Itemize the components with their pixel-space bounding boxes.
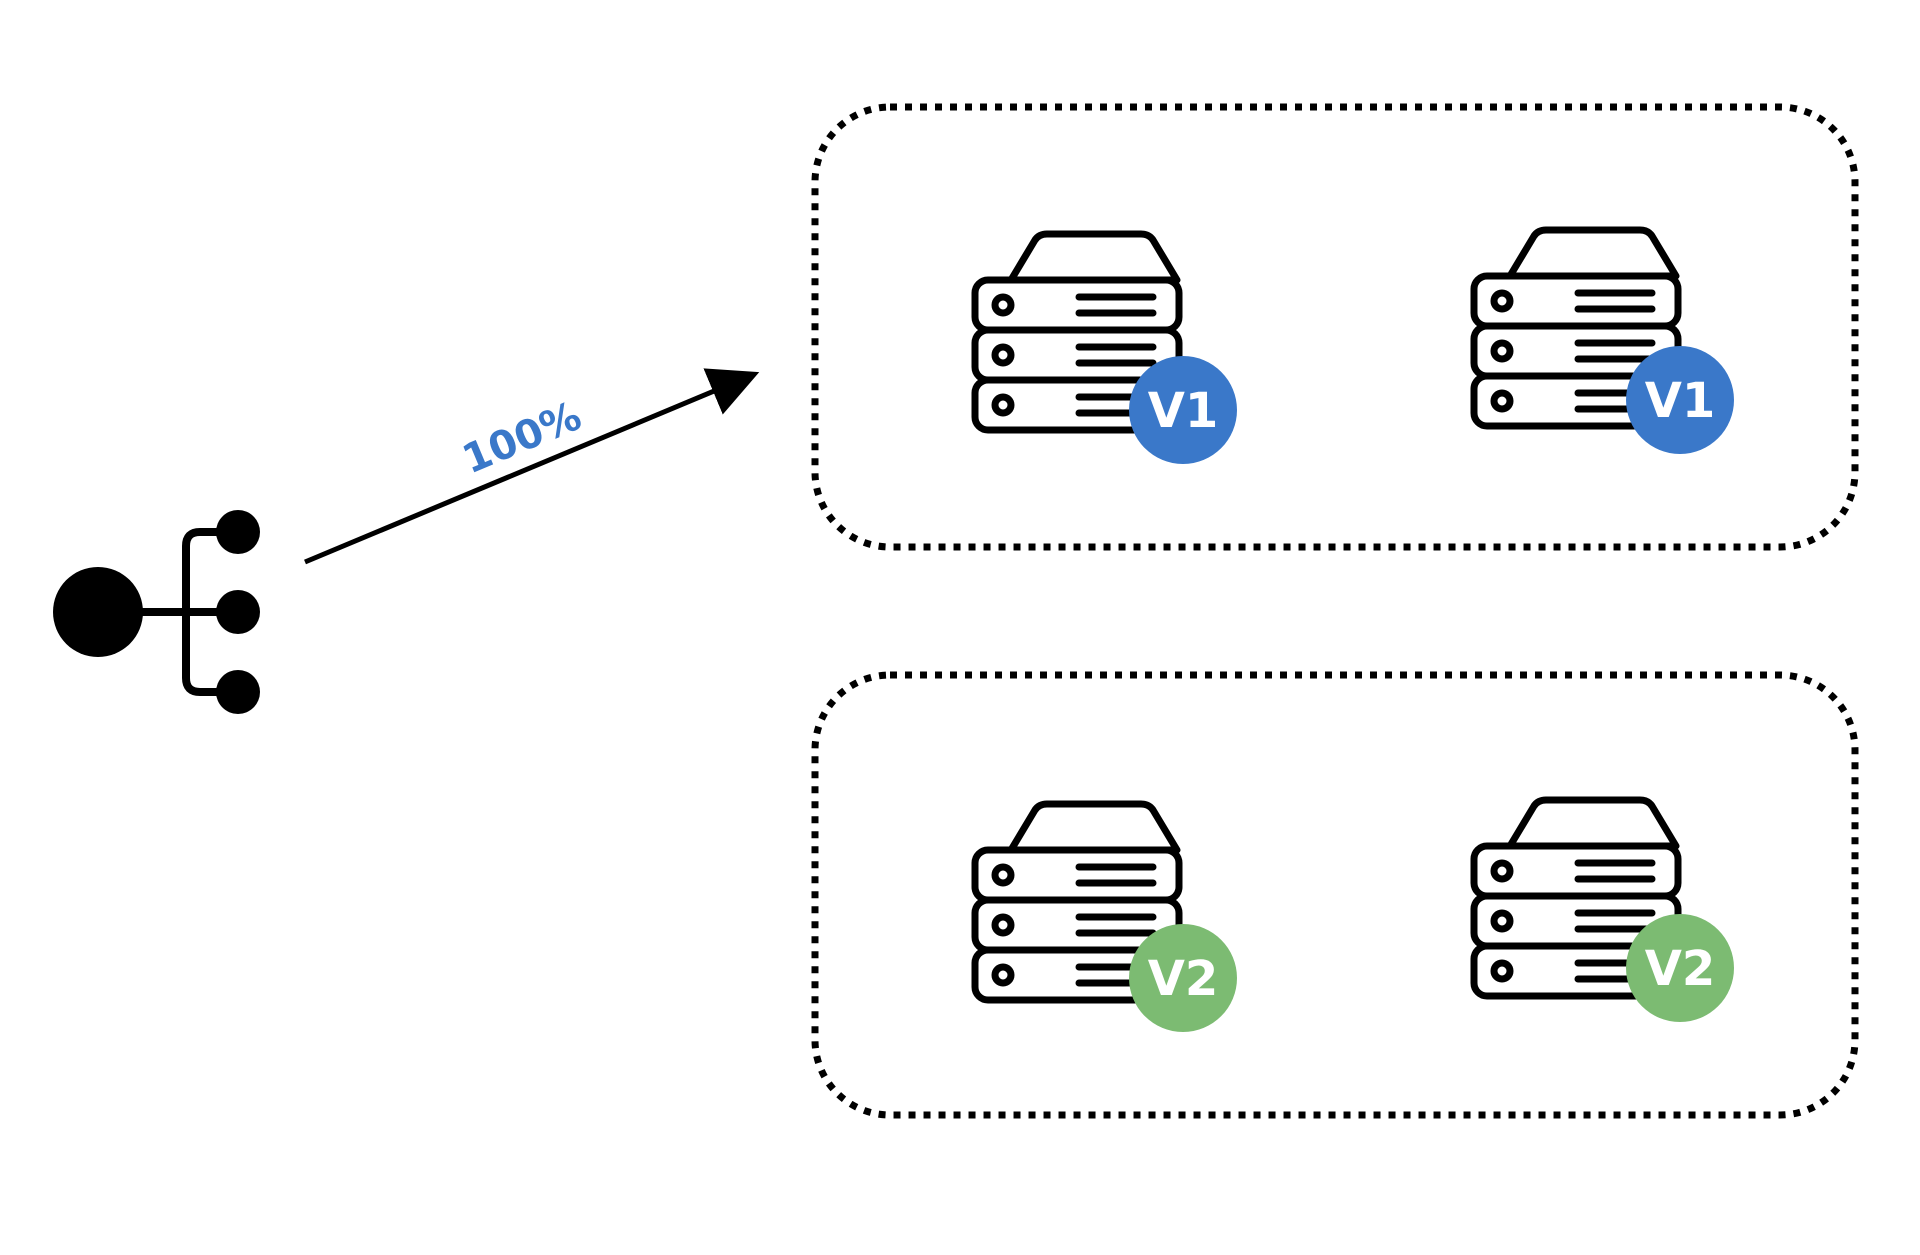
v1-group-boundary xyxy=(811,103,1859,551)
server-v2-b: V2 xyxy=(1474,800,1734,1022)
version-badge xyxy=(1129,924,1237,1032)
v1-server-group: V1 V1 xyxy=(811,103,1859,551)
v2-server-group: V2 V2 xyxy=(811,671,1859,1119)
load-balancer-icon xyxy=(53,510,260,714)
version-badge-label: V1 xyxy=(1645,373,1716,429)
version-badge-label: V1 xyxy=(1148,383,1219,439)
server-v2-a: V2 xyxy=(975,804,1237,1032)
version-badge-label: V2 xyxy=(1148,951,1219,1007)
traffic-arrow xyxy=(304,368,760,565)
version-badge xyxy=(1626,346,1734,454)
version-badge xyxy=(1626,914,1734,1022)
v2-group-boundary xyxy=(811,671,1859,1119)
server-v1-b: V1 xyxy=(1474,230,1734,454)
version-badge xyxy=(1129,356,1237,464)
server-v1-a: V1 xyxy=(975,234,1237,464)
version-badge-label: V2 xyxy=(1645,941,1716,997)
